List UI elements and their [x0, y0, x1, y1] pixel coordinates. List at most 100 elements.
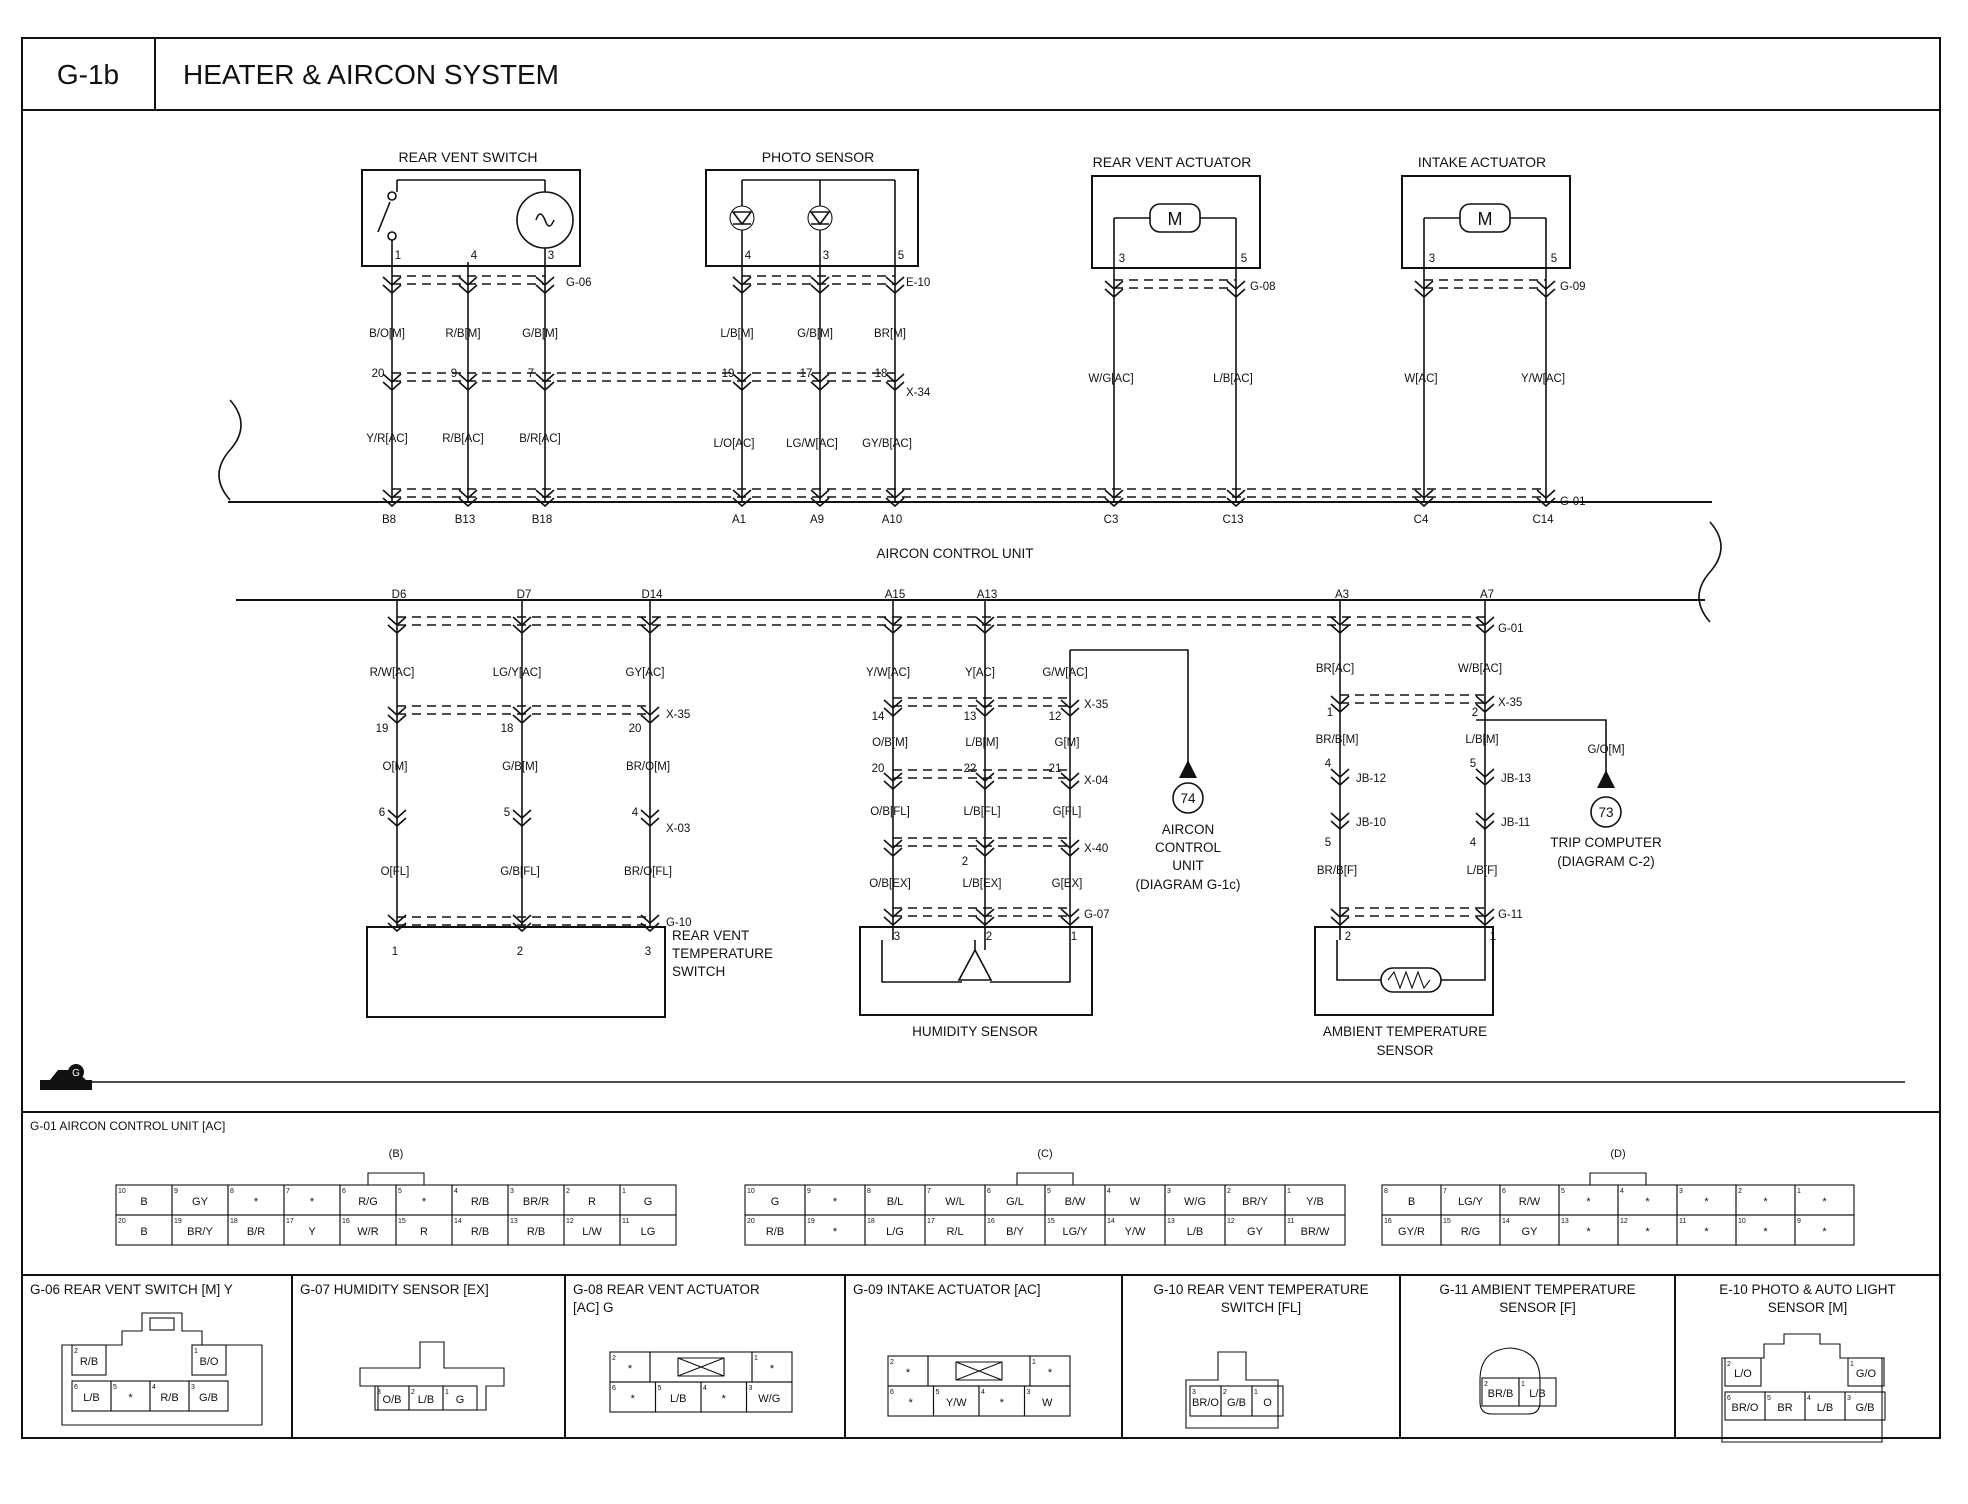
group-label-2: (D): [1610, 1148, 1625, 1160]
g06-row2-2: 4R/B: [149, 1380, 190, 1412]
g01-1-bot-1: 19*: [804, 1214, 866, 1246]
cu-pin-C4: C4: [1414, 514, 1429, 526]
g07-cell-1-num: 2: [411, 1389, 415, 1396]
g01-0-top-6-val: R/B: [471, 1196, 489, 1208]
g01-2-top-4-val: *: [1645, 1196, 1650, 1208]
intake-actuator-box: [1401, 175, 1571, 269]
rvts-wire-m-2: BR/O[M]: [626, 761, 670, 773]
e10-cell-0: 2L/O: [1724, 1357, 1762, 1387]
g01-2-top-0: 8B: [1381, 1184, 1442, 1216]
g01-2-bot-4: 12 *: [1617, 1214, 1678, 1246]
bottom-conn-title-0: G-06 REAR VENT SWITCH [M] Y: [30, 1282, 233, 1297]
g01-0-bot-0: 20B: [115, 1214, 173, 1246]
rvts-label-1: REAR VENT: [672, 928, 749, 943]
g09-row2-3: 3W: [1023, 1385, 1071, 1417]
bottom-conn-title-2-0: G-08 REAR VENT ACTUATOR: [573, 1282, 760, 1297]
g01-0-top-2-val: *: [254, 1196, 259, 1208]
amb-wire-ac-0: BR[AC]: [1316, 663, 1354, 675]
e10-row2-1-val: BR: [1777, 1402, 1792, 1414]
g09-cell-1: 1*: [1029, 1355, 1071, 1387]
control-unit-label: AIRCON CONTROL UNIT: [876, 546, 1033, 561]
rvs-wire-m-1: R/B[M]: [445, 328, 480, 340]
g01-0-bot-7-num: 13: [510, 1218, 518, 1225]
hum-wire-fl-1: L/B[FL]: [963, 806, 1000, 818]
g07-cell-1-val: L/B: [418, 1394, 435, 1406]
g01-2-bot-4-val: *: [1645, 1226, 1650, 1238]
g01-1-bot-6-val: Y/W: [1125, 1226, 1146, 1238]
g06-cell-0-num: 2: [74, 1348, 78, 1355]
rvts-wire-ac-0: R/W[AC]: [370, 667, 415, 679]
g10-cell-1-val: G/B: [1227, 1397, 1246, 1409]
g01-1-top-7-num: 3: [1167, 1188, 1171, 1195]
g01-0-top-4: 6R/G: [339, 1184, 397, 1216]
g01-0-bot-8: 12L/W: [563, 1214, 621, 1246]
g01-1-top-6-num: 4: [1107, 1188, 1111, 1195]
hum-wire-ac-0: Y/W[AC]: [866, 667, 910, 679]
cu-pin-C14: C14: [1532, 514, 1554, 526]
g01-0-bot-5: 15R: [395, 1214, 453, 1246]
ref74-number: 74: [1180, 791, 1196, 806]
rear-vent-switch-label: REAR VENT SWITCH: [399, 149, 538, 165]
g06-row2-3-val: G/B: [199, 1392, 218, 1404]
g01-2-bot-4-num: 12: [1620, 1218, 1628, 1225]
g01-1-bot-1-val: *: [833, 1226, 838, 1238]
g06-row2-2-val: R/B: [160, 1392, 178, 1404]
g01-1-bot-4-num: 16: [987, 1218, 995, 1225]
g01-1-bot-3: 17R/L: [924, 1214, 986, 1246]
g01-2-top-5-num: 3: [1679, 1188, 1683, 1195]
g01-0-bot-6: 14R/B: [451, 1214, 509, 1246]
g01-2-top-5: 3*: [1676, 1184, 1737, 1216]
g01-2-bot-3-val: *: [1586, 1226, 1591, 1238]
g01-1-top-7-val: W/G: [1184, 1196, 1206, 1208]
g01-1-top-0-num: 10: [747, 1188, 755, 1195]
g01-1-bot-3-val: R/L: [946, 1226, 963, 1238]
g06-row2-0-num: 6: [74, 1384, 78, 1391]
rear-vent-actuator-label: REAR VENT ACTUATOR: [1093, 154, 1252, 170]
g10-cell-1-num: 2: [1223, 1389, 1227, 1396]
amb-wire-ac-1: W/B[AC]: [1458, 663, 1502, 675]
hum-wire-ex-1: L/B[EX]: [963, 878, 1002, 890]
g01-0-bot-2-val: B/R: [247, 1226, 265, 1238]
g01-2-bot-1-val: R/G: [1461, 1226, 1481, 1238]
g01-1-top-1: 9*: [804, 1184, 866, 1216]
rvts-wire-m-1: G/B[M]: [502, 761, 538, 773]
diagram-code: G-1b: [57, 59, 119, 90]
rear-vent-switch-box: [361, 169, 581, 267]
g01-0-top-5-val: *: [422, 1196, 427, 1208]
g01-1-top-3-num: 7: [927, 1188, 931, 1195]
hum-wire-ex-2: G[EX]: [1052, 878, 1083, 890]
g10-cell-2: 1O: [1251, 1385, 1284, 1417]
g11-cell-1-num: 1: [1521, 1381, 1525, 1388]
g01-1-top-9: 1Y/B: [1284, 1184, 1346, 1216]
rvts-wire-ac-2: GY[AC]: [626, 667, 665, 679]
g08-cell-0: 2*: [609, 1351, 651, 1383]
g06-cell-1: 1B/O: [191, 1344, 227, 1376]
g01-1-bot-3-num: 17: [927, 1218, 935, 1225]
g06-row2-1-val: *: [128, 1392, 133, 1404]
g01-0-top-2: 8*: [227, 1184, 285, 1216]
ia-pin-3: 3: [1429, 253, 1435, 265]
g01-0-bot-8-num: 12: [566, 1218, 574, 1225]
g01-1-bot-5-num: 15: [1047, 1218, 1055, 1225]
g01-2-top-6: 2*: [1735, 1184, 1796, 1216]
g01-1-bot-9-val: BR/W: [1301, 1226, 1330, 1238]
e10-row2-3: 3G/B: [1844, 1391, 1886, 1421]
rvts-x03-pin-6: 6: [379, 807, 385, 819]
g08-cell-0-val: *: [628, 1363, 633, 1375]
g01-0-bot-3: 17Y: [283, 1214, 341, 1246]
rvs-wire-ac-2: B/R[AC]: [519, 433, 561, 445]
amb-jbbot-0: JB-10: [1356, 817, 1386, 829]
g01-0-top-9-val: G: [644, 1196, 653, 1208]
g01-0-bot-0-val: B: [140, 1226, 147, 1238]
photo-wire-ac-2: GY/B[AC]: [862, 438, 912, 450]
g08-row2-0: 6*: [609, 1381, 657, 1413]
g11-cell-0: 2BR/B: [1481, 1377, 1520, 1407]
photo-pin-3: 3: [823, 250, 829, 262]
g01-0-bot-1-num: 19: [174, 1218, 182, 1225]
g01-1-bot-5-val: LG/Y: [1062, 1226, 1088, 1238]
g06-row2-0: 6L/B: [71, 1380, 112, 1412]
g01-panel-title: G-01 AIRCON CONTROL UNIT [AC]: [30, 1119, 225, 1133]
cu-pin-D14: D14: [641, 589, 663, 601]
g01-0-bot-3-num: 17: [286, 1218, 294, 1225]
g08-row2-0-num: 6: [612, 1385, 616, 1392]
